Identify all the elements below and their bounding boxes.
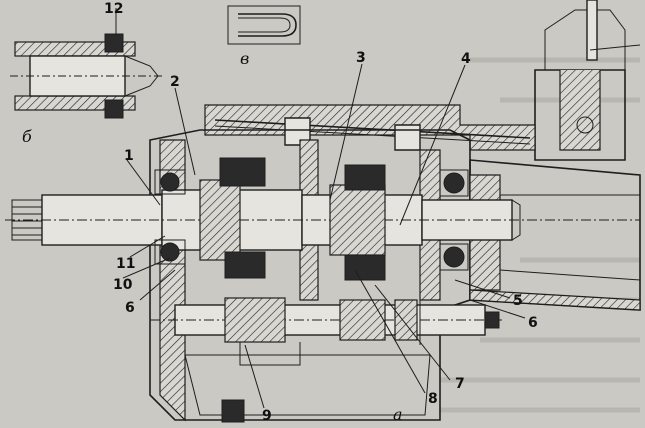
callout-1: 1 [124, 148, 134, 164]
callout-7: 7 [455, 376, 465, 392]
detail-v-section [227, 5, 301, 45]
callout-2: 2 [170, 74, 180, 90]
shift-tower [534, 0, 641, 161]
view-letter-b: б [22, 127, 32, 146]
callout-3: 3 [356, 50, 366, 66]
callout-labels: 12 2 3 4 1 11 10 6 5 6 7 8 9 [104, 1, 538, 424]
callout-8: 8 [428, 391, 438, 407]
callout-6-left: 6 [125, 300, 135, 316]
callout-9: 9 [262, 408, 272, 424]
countershaft [150, 297, 505, 366]
bearing-front [154, 169, 186, 265]
bearing-rear [439, 169, 469, 271]
callout-12: 12 [104, 1, 123, 17]
main-shaft [5, 157, 640, 281]
detail-b-sleeve [10, 8, 165, 119]
gearbox-housing [149, 104, 641, 423]
view-letter-v: в [240, 49, 249, 68]
leader-lines [115, 8, 526, 409]
callout-6-right: 6 [528, 315, 538, 331]
view-letters: б в а [22, 49, 403, 424]
callout-5: 5 [513, 293, 523, 309]
callout-10: 10 [113, 277, 133, 293]
callout-11: 11 [116, 256, 135, 272]
view-letter-a: а [393, 405, 403, 424]
callout-4: 4 [461, 51, 471, 67]
